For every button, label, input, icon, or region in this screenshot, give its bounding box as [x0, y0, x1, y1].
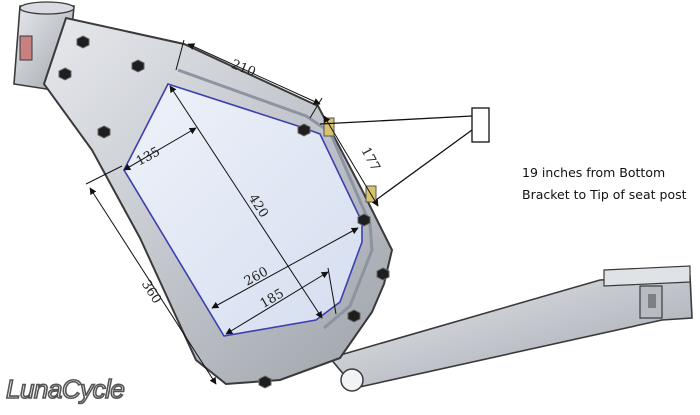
bolt-icon: [97, 125, 111, 139]
bolt-icon: [76, 35, 90, 49]
bolt-icon: [297, 123, 311, 137]
luna-cycle-logo: LunaCycle: [6, 374, 124, 404]
bolt-icon: [376, 267, 390, 281]
swing-arm: [328, 265, 693, 392]
bolt-icon: [357, 213, 371, 227]
bolt-icon: [131, 59, 145, 73]
dimension-lines: [85, 39, 379, 385]
bolt-icon: [258, 375, 272, 389]
callout-box: [471, 107, 490, 143]
note-line-1: 19 inches from Bottom: [522, 165, 665, 180]
bolt-icon: [58, 67, 72, 81]
callout: [319, 107, 490, 201]
bolt-icon: [347, 309, 361, 323]
dim-label-seat-tube: 177: [358, 145, 383, 174]
note-line-2: Bracket to Tip of seat post: [522, 187, 687, 202]
